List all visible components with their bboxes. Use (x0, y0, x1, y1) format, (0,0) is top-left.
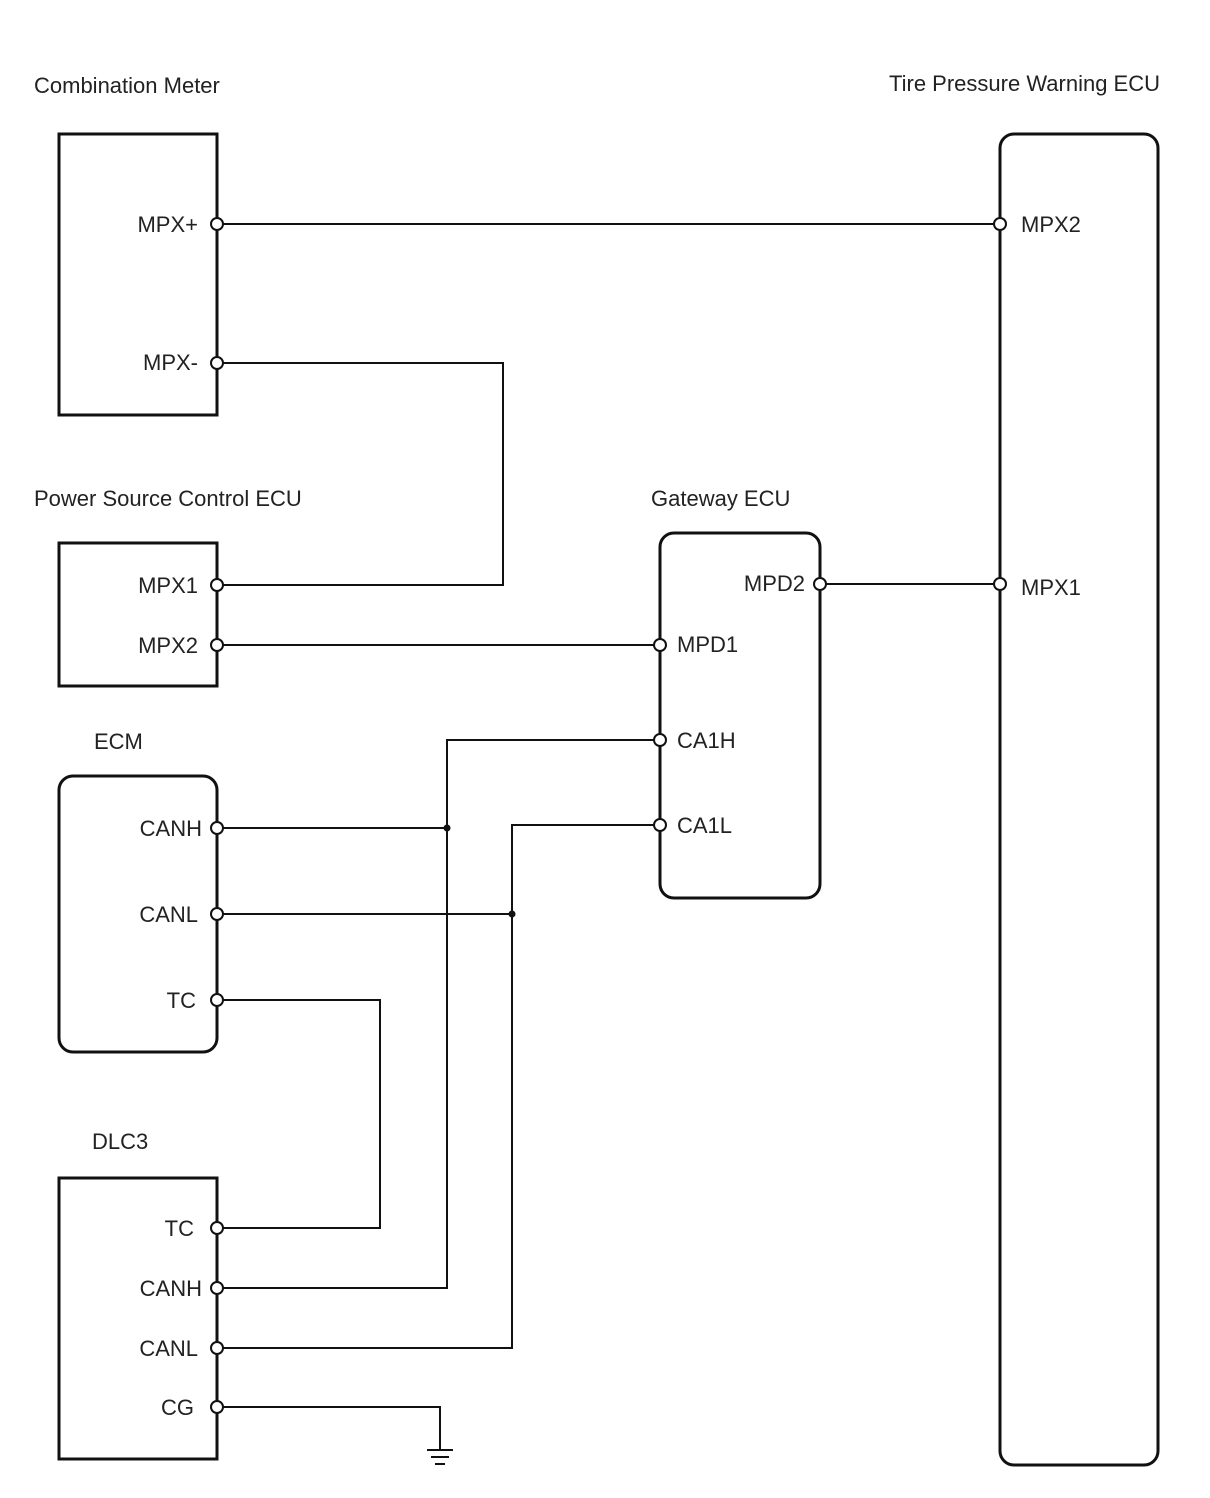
power-source-control-ecu-box (57, 541, 219, 688)
pin-psc-mpx2 (210, 638, 224, 652)
power-source-control-ecu: Power Source Control ECU MPX1 MPX2 (34, 486, 302, 688)
combination-meter-box (57, 132, 219, 417)
combination-meter: Combination Meter MPX+ MPX- (34, 73, 224, 417)
pin-dlc3-canl (210, 1341, 224, 1355)
pin-tpw-mpx2 (993, 217, 1007, 231)
pin-ecm-tc (210, 993, 224, 1007)
pin-gw-mpd1 (653, 638, 667, 652)
dlc3-box (57, 1176, 219, 1461)
wire-ecm-tc-to-dlc3-tc (217, 999, 381, 1229)
pin-label-ecm-canh: CANH (140, 816, 202, 841)
gateway-ecu-title: Gateway ECU (651, 486, 790, 511)
wire-mpx-minus-to-psc-mpx1 (217, 362, 504, 586)
pin-label-gw-mpd2: MPD2 (744, 571, 805, 596)
tire-pressure-warning-ecu-title: Tire Pressure Warning ECU (889, 71, 1160, 96)
pin-dlc3-tc (210, 1221, 224, 1235)
gateway-ecu: Gateway ECU MPD2 MPD1 CA1H CA1L (651, 486, 827, 900)
dlc3: DLC3 TC CANH CANL CG (57, 1129, 224, 1461)
pin-label-dlc3-canh: CANH (140, 1276, 202, 1301)
pin-label-dlc3-tc: TC (165, 1216, 194, 1241)
pin-label-ecm-tc: TC (167, 988, 196, 1013)
pin-label-ecm-canl: CANL (139, 902, 198, 927)
wire-dlc3-cg-to-ground (217, 1406, 441, 1450)
pin-dlc3-canh (210, 1281, 224, 1295)
pin-dlc3-cg (210, 1400, 224, 1414)
pin-label-dlc3-canl: CANL (139, 1336, 198, 1361)
pin-ecm-canh (210, 821, 224, 835)
dlc3-title: DLC3 (92, 1129, 148, 1154)
wire-canh-bus (217, 739, 660, 1289)
tire-pressure-warning-ecu-box (998, 132, 1160, 1467)
pin-label-gw-ca1h: CA1H (677, 728, 736, 753)
pin-label-psc-mpx1: MPX1 (138, 573, 198, 598)
pin-label-tpw-mpx1: MPX1 (1021, 575, 1081, 600)
pin-mpx-minus (210, 356, 224, 370)
wire-canl-bus (217, 824, 660, 1349)
ground-icon (427, 1449, 453, 1465)
pin-label-tpw-mpx2: MPX2 (1021, 212, 1081, 237)
junction-canl (508, 910, 516, 918)
wires (217, 223, 1000, 1450)
pin-ecm-canl (210, 907, 224, 921)
pin-mpx-plus (210, 217, 224, 231)
combination-meter-title: Combination Meter (34, 73, 220, 98)
pin-gw-ca1l (653, 818, 667, 832)
junction-canh (443, 824, 451, 832)
pin-psc-mpx1 (210, 578, 224, 592)
ecm-title: ECM (94, 729, 143, 754)
gateway-ecu-box (658, 531, 822, 900)
pin-label-gw-ca1l: CA1L (677, 813, 732, 838)
pin-label-mpx-minus: MPX- (143, 350, 198, 375)
power-source-control-ecu-title: Power Source Control ECU (34, 486, 302, 511)
pin-gw-mpd2 (813, 577, 827, 591)
pin-label-dlc3-cg: CG (161, 1395, 194, 1420)
pin-label-psc-mpx2: MPX2 (138, 633, 198, 658)
pin-label-mpx-plus: MPX+ (137, 212, 198, 237)
pin-gw-ca1h (653, 733, 667, 747)
pin-tpw-mpx1 (993, 577, 1007, 591)
ecm: ECM CANH CANL TC (57, 729, 224, 1054)
tire-pressure-warning-ecu: Tire Pressure Warning ECU MPX2 MPX1 (889, 71, 1160, 1467)
pin-label-gw-mpd1: MPD1 (677, 632, 738, 657)
